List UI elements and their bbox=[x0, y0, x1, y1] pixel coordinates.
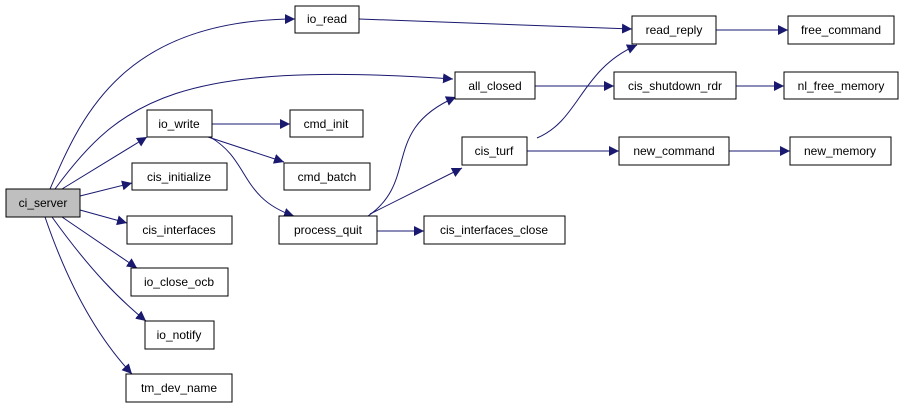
node-label-new_memory: new_memory bbox=[804, 144, 876, 158]
node-label-all_closed: all_closed bbox=[468, 79, 521, 93]
node-label-cmd_batch: cmd_batch bbox=[298, 170, 357, 184]
node-label-new_command: new_command bbox=[633, 144, 714, 158]
edge-io_read-read_reply bbox=[358, 18, 633, 34]
node-io_write[interactable]: io_write bbox=[146, 109, 213, 138]
edge-ci_server-io_write bbox=[61, 136, 148, 190]
edge-io_write-process_quit bbox=[209, 136, 295, 218]
node-io_close_ocb[interactable]: io_close_ocb bbox=[130, 267, 229, 297]
node-label-cis_turf: cis_turf bbox=[475, 144, 514, 158]
node-tm_dev_name[interactable]: tm_dev_name bbox=[125, 373, 233, 403]
node-label-cis_interfaces_close: cis_interfaces_close bbox=[440, 223, 548, 237]
node-new_command[interactable]: new_command bbox=[618, 136, 730, 166]
node-io_notify[interactable]: io_notify bbox=[144, 320, 215, 350]
node-label-ci_server: ci_server bbox=[19, 196, 68, 210]
node-layer: ci_server io_read all_closed io_write ci… bbox=[5, 5, 899, 403]
node-label-read_reply: read_reply bbox=[646, 23, 703, 37]
edge-cis_turf-read_reply bbox=[536, 44, 638, 139]
edge-io_write-cmd_batch bbox=[204, 135, 285, 164]
edge-ci_server-all_closed bbox=[54, 73, 454, 190]
node-cis_interfaces[interactable]: cis_interfaces bbox=[126, 215, 233, 245]
node-cmd_batch[interactable]: cmd_batch bbox=[283, 162, 371, 191]
node-io_read[interactable]: io_read bbox=[294, 5, 360, 34]
node-nl_free_memory[interactable]: nl_free_memory bbox=[783, 71, 899, 100]
node-label-tm_dev_name: tm_dev_name bbox=[141, 381, 217, 395]
node-cis_interfaces_close[interactable]: cis_interfaces_close bbox=[423, 215, 566, 245]
node-label-io_close_ocb: io_close_ocb bbox=[144, 275, 214, 289]
edge-ci_server-cis_initialize bbox=[79, 180, 133, 197]
node-cmd_init[interactable]: cmd_init bbox=[289, 109, 364, 138]
node-all_closed[interactable]: all_closed bbox=[454, 71, 536, 100]
node-cis_initialize[interactable]: cis_initialize bbox=[131, 162, 228, 191]
edge-ci_server-cis_interfaces bbox=[79, 209, 128, 226]
edge-layer bbox=[44, 14, 790, 375]
node-new_memory[interactable]: new_memory bbox=[789, 136, 892, 166]
edge-process_quit-cis_turf bbox=[369, 167, 463, 215]
node-cis_turf[interactable]: cis_turf bbox=[461, 136, 528, 166]
node-label-io_notify: io_notify bbox=[157, 328, 202, 342]
edge-process_quit-all_closed bbox=[367, 96, 457, 217]
node-label-io_write: io_write bbox=[158, 117, 200, 131]
node-process_quit[interactable]: process_quit bbox=[278, 215, 378, 245]
node-label-nl_free_memory: nl_free_memory bbox=[798, 79, 885, 93]
edge-ci_server-io_notify bbox=[51, 216, 147, 322]
node-ci_server[interactable]: ci_server bbox=[5, 188, 81, 218]
node-label-io_read: io_read bbox=[307, 12, 347, 26]
edge-ci_server-io_close_ocb bbox=[61, 216, 138, 269]
node-cis_shutdown_rdr[interactable]: cis_shutdown_rdr bbox=[613, 71, 737, 100]
node-free_command[interactable]: free_command bbox=[787, 15, 895, 45]
node-label-cis_shutdown_rdr: cis_shutdown_rdr bbox=[628, 79, 722, 93]
edge-ci_server-tm_dev_name bbox=[44, 216, 133, 375]
node-label-cis_initialize: cis_initialize bbox=[147, 170, 211, 184]
node-label-process_quit: process_quit bbox=[294, 223, 363, 237]
edge-ci_server-io_read bbox=[49, 14, 296, 190]
node-label-free_command: free_command bbox=[801, 23, 881, 37]
node-label-cmd_init: cmd_init bbox=[304, 117, 349, 131]
node-label-cis_interfaces: cis_interfaces bbox=[142, 223, 215, 237]
node-read_reply[interactable]: read_reply bbox=[631, 15, 717, 45]
